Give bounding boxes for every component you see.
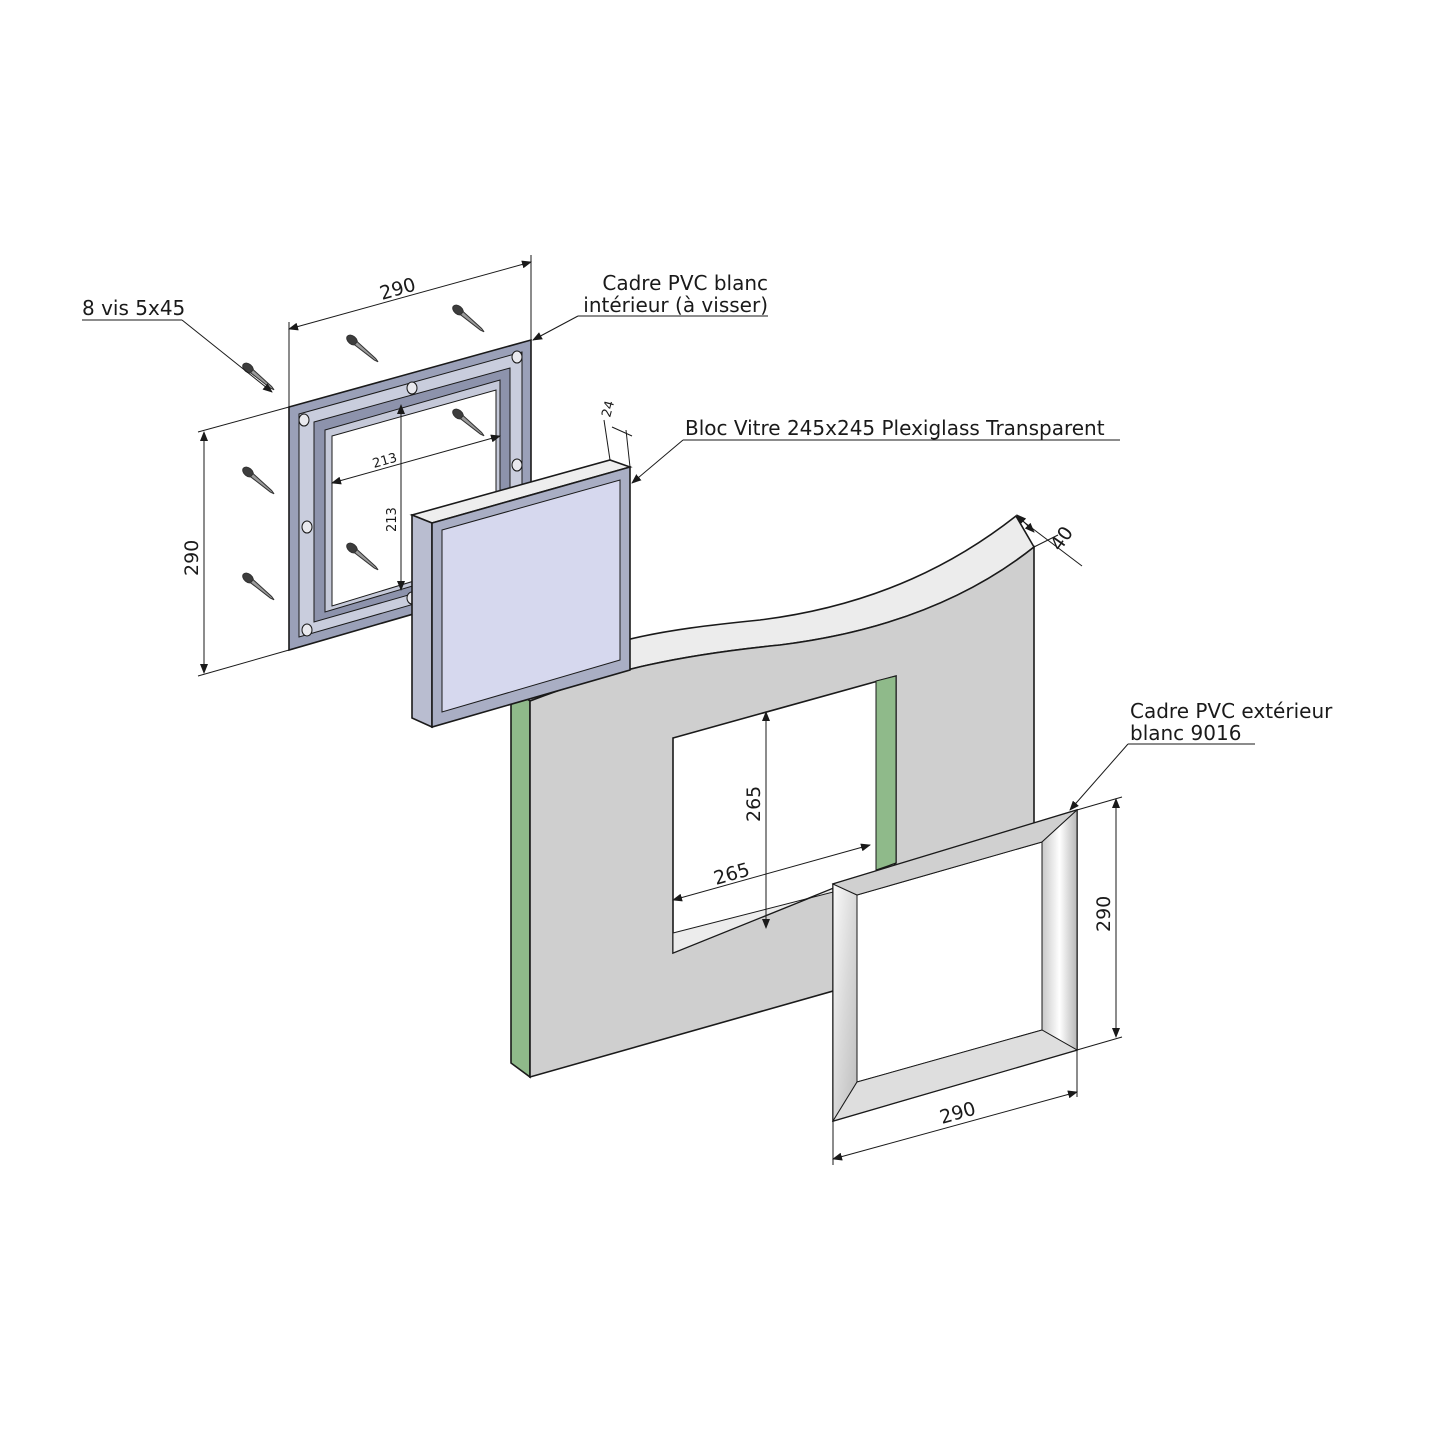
screw-icon <box>346 334 379 363</box>
label-inner-frame-line1: Cadre PVC blanc <box>602 271 768 295</box>
opening-reveal-right <box>875 675 897 871</box>
dim-inner-opening-w-value: 213 <box>371 451 399 472</box>
wall-left-side <box>510 685 531 1079</box>
dim-inner-frame: 290 290 213 213 <box>181 255 532 677</box>
dim-wall-thickness-value: 40 <box>1046 522 1078 554</box>
callout-screws: 8 vis 5x45 <box>82 296 273 393</box>
label-screws: 8 vis 5x45 <box>82 296 185 320</box>
screw-icon <box>346 542 379 571</box>
dim-inner-opening-h-value: 213 <box>385 507 400 532</box>
label-outer-frame-line1: Cadre PVC extérieur <box>1130 699 1333 723</box>
screw-icon <box>452 304 485 333</box>
dim-inner-width-value: 290 <box>377 274 418 305</box>
screw-icon <box>242 466 275 495</box>
dim-inner-height-value: 290 <box>181 540 203 576</box>
dim-glass-thickness: 24 <box>599 399 633 468</box>
label-inner-frame-line2: intérieur (à visser) <box>583 293 768 317</box>
screw-icon <box>242 572 275 601</box>
callout-inner-frame: Cadre PVC blanc intérieur (à visser) <box>532 271 768 341</box>
screw-icon <box>452 408 485 437</box>
screw-icon <box>242 362 275 391</box>
label-glass-block: Bloc Vitre 245x245 Plexiglass Transparen… <box>685 416 1105 440</box>
glass-block <box>409 459 633 729</box>
dim-outer-width-value: 290 <box>937 1098 978 1129</box>
callout-glass-block: Bloc Vitre 245x245 Plexiglass Transparen… <box>631 416 1120 484</box>
dim-glass-thickness-value: 24 <box>599 399 618 419</box>
dim-outer-height-value: 290 <box>1093 896 1115 932</box>
callout-outer-frame: Cadre PVC extérieur blanc 9016 <box>1069 699 1333 811</box>
label-outer-frame-line2: blanc 9016 <box>1130 721 1241 745</box>
dim-opening-height-value: 265 <box>743 786 765 822</box>
